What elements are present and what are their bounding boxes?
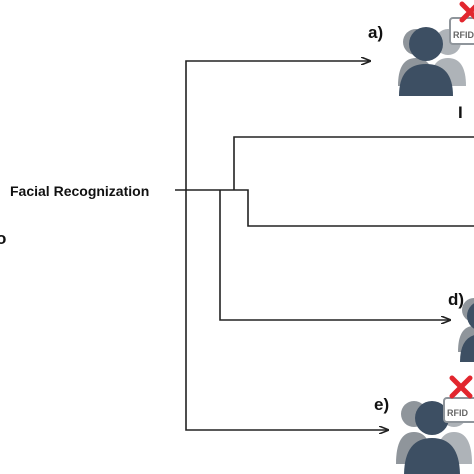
- connector-to-b: [233, 136, 474, 190]
- connector-to-e: [185, 190, 388, 430]
- right-edge-fragment: I: [458, 103, 463, 122]
- label-d: d): [448, 290, 464, 309]
- rfid-card-icon: RFID: [443, 397, 474, 423]
- person-group-icon: [458, 298, 474, 362]
- connector-to-a: [185, 61, 370, 190]
- left-edge-fragment: o: [0, 229, 6, 248]
- red-x-icon: [449, 375, 473, 399]
- label-a: a): [368, 23, 383, 42]
- connector-to-d: [219, 190, 450, 320]
- red-x-icon: [459, 1, 474, 23]
- facial-recognition-label: Facial Recognization: [10, 183, 149, 199]
- person-group-icon: [398, 27, 466, 96]
- rfid-text-a: RFID: [453, 30, 474, 40]
- label-e: e): [374, 395, 389, 414]
- connector-lines: [175, 61, 474, 430]
- rfid-text-e: RFID: [447, 408, 468, 418]
- connector-to-c: [234, 189, 474, 227]
